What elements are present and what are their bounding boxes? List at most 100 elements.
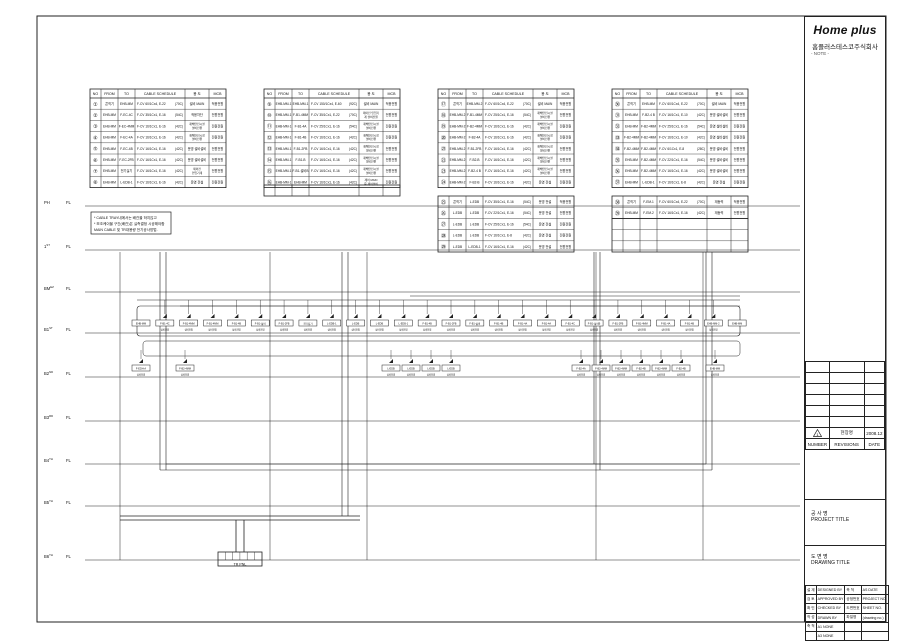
panel-rect bbox=[203, 319, 222, 327]
row-mcb: 전원전원 bbox=[560, 146, 572, 151]
panel-label: F-B1-4MM bbox=[183, 323, 195, 326]
row-from: L-EDB bbox=[453, 245, 462, 249]
row-cable-size: (54C) bbox=[697, 158, 705, 162]
revision-date: 2008.12 bbox=[863, 427, 886, 439]
row-mcb: 전원전원 bbox=[560, 233, 572, 238]
row-from: EHB-MM-1 bbox=[276, 180, 292, 184]
floor-suffix: FL bbox=[66, 327, 72, 332]
panel-rect bbox=[131, 364, 151, 372]
row-use: 설비전원 bbox=[192, 126, 203, 130]
panel-sublabel: 설비전원 bbox=[657, 373, 665, 377]
panel-sublabel: 설비전원 bbox=[375, 328, 383, 332]
panel-symbol bbox=[409, 359, 413, 363]
info-cell: SHEET NO. bbox=[860, 603, 889, 614]
row-to: 전기실기 bbox=[121, 168, 133, 173]
row-mcb: 전원전원 bbox=[386, 135, 398, 140]
panel-sublabel: 설비전원 bbox=[590, 328, 598, 332]
table-frame bbox=[263, 184, 401, 197]
row-mcb: 전원전원 bbox=[734, 135, 746, 140]
row-cable: F-CV 60/1Cx4, E-22 bbox=[659, 102, 688, 106]
table-header-cell: 용 도 bbox=[541, 92, 549, 96]
sheet-border bbox=[36, 15, 887, 623]
floor-label: PH bbox=[44, 200, 50, 205]
row-to: F-B1-설비B bbox=[293, 168, 309, 173]
revision-symbol: 1 bbox=[805, 427, 830, 439]
panel-rect bbox=[608, 319, 628, 327]
row-to: F-B1-4MM bbox=[467, 113, 482, 117]
row-to: F-B1-4MM bbox=[293, 113, 308, 117]
row-from: EHB-MM-1 bbox=[276, 136, 292, 140]
row-from: EHB-MM-1 bbox=[276, 169, 292, 173]
row-number: ⑲ bbox=[441, 122, 446, 130]
row-number: ㉖ bbox=[441, 209, 446, 217]
row-to: F-B2-4MM bbox=[467, 124, 482, 128]
panel-symbol bbox=[377, 314, 382, 318]
row-mcb: 전원전원 bbox=[212, 135, 224, 140]
row-to: L-EDB-1 bbox=[120, 180, 132, 184]
row-from: EHB-MM-1 bbox=[276, 113, 292, 117]
panel-label: F-B1-4C bbox=[566, 323, 576, 326]
row-cable-size: (42C) bbox=[175, 158, 183, 162]
floor-label: B4TH bbox=[44, 457, 53, 463]
panel-sublabel: 설비전원 bbox=[427, 373, 435, 377]
row-cable: F-CV 60/1Cx4, E-22 bbox=[137, 102, 166, 106]
project-title-en: PROJECT TITLE bbox=[811, 517, 850, 523]
panel-rect bbox=[560, 319, 580, 327]
table-header-cell: TO bbox=[298, 92, 303, 96]
panel-rect bbox=[704, 319, 723, 327]
panel-symbol bbox=[544, 314, 549, 318]
row-cable: F-CV 16/1Cx1, E-16 bbox=[485, 124, 514, 128]
row-number: ⑥ bbox=[93, 158, 98, 164]
row-number: ㊱ bbox=[615, 167, 620, 175]
table-frame bbox=[263, 88, 401, 188]
row-use: 재해안전시설 bbox=[363, 133, 379, 137]
row-to: EHB-MM bbox=[294, 180, 307, 184]
row-number: ⑨ bbox=[267, 102, 272, 108]
row-to: F-B1-2FB bbox=[294, 147, 308, 151]
row-mcb: 전원전원 bbox=[212, 168, 224, 173]
info-cell: A3 NONE bbox=[815, 630, 846, 641]
row-use: 운영 전설 bbox=[539, 244, 552, 249]
floor-label: B1ST bbox=[44, 326, 53, 332]
info-cell: 확 인 bbox=[805, 603, 817, 614]
row-number: ⑮ bbox=[267, 167, 272, 175]
info-cell: AS DATE bbox=[860, 584, 889, 596]
row-number: ⑩ bbox=[267, 113, 272, 119]
row-mcb: 전원전원 bbox=[386, 123, 398, 128]
table-header-cell: MCB bbox=[388, 92, 397, 96]
panel-rect bbox=[489, 319, 508, 327]
row-to: L-EDB-1 bbox=[642, 180, 654, 184]
table-header-cell: TO bbox=[124, 92, 129, 96]
row-number: ② bbox=[93, 113, 98, 119]
panel-symbol bbox=[258, 314, 263, 318]
row-cable: F-CV 16/1Cx1, E-16 bbox=[485, 169, 514, 173]
row-from: L-EDB bbox=[453, 222, 462, 226]
panel-sublabel: 설비전원 bbox=[280, 328, 288, 332]
row-cable-size: (42C) bbox=[349, 169, 357, 173]
row-cable-size: (42C) bbox=[349, 136, 357, 140]
row-cable: F-CV 16/1Cx1, E-8 bbox=[485, 234, 512, 238]
floor-label: B6TH bbox=[44, 553, 53, 559]
row-from: EHB-MM bbox=[103, 158, 116, 162]
panel-label: EHB-MM-2 bbox=[707, 323, 720, 326]
row-from: EHB-MM bbox=[103, 169, 116, 173]
row-use: 설비 MAIN bbox=[538, 101, 553, 106]
revision-header-date: DATE bbox=[863, 438, 886, 450]
row-from: EHB-MM bbox=[103, 124, 116, 128]
panel-rect bbox=[298, 319, 318, 327]
